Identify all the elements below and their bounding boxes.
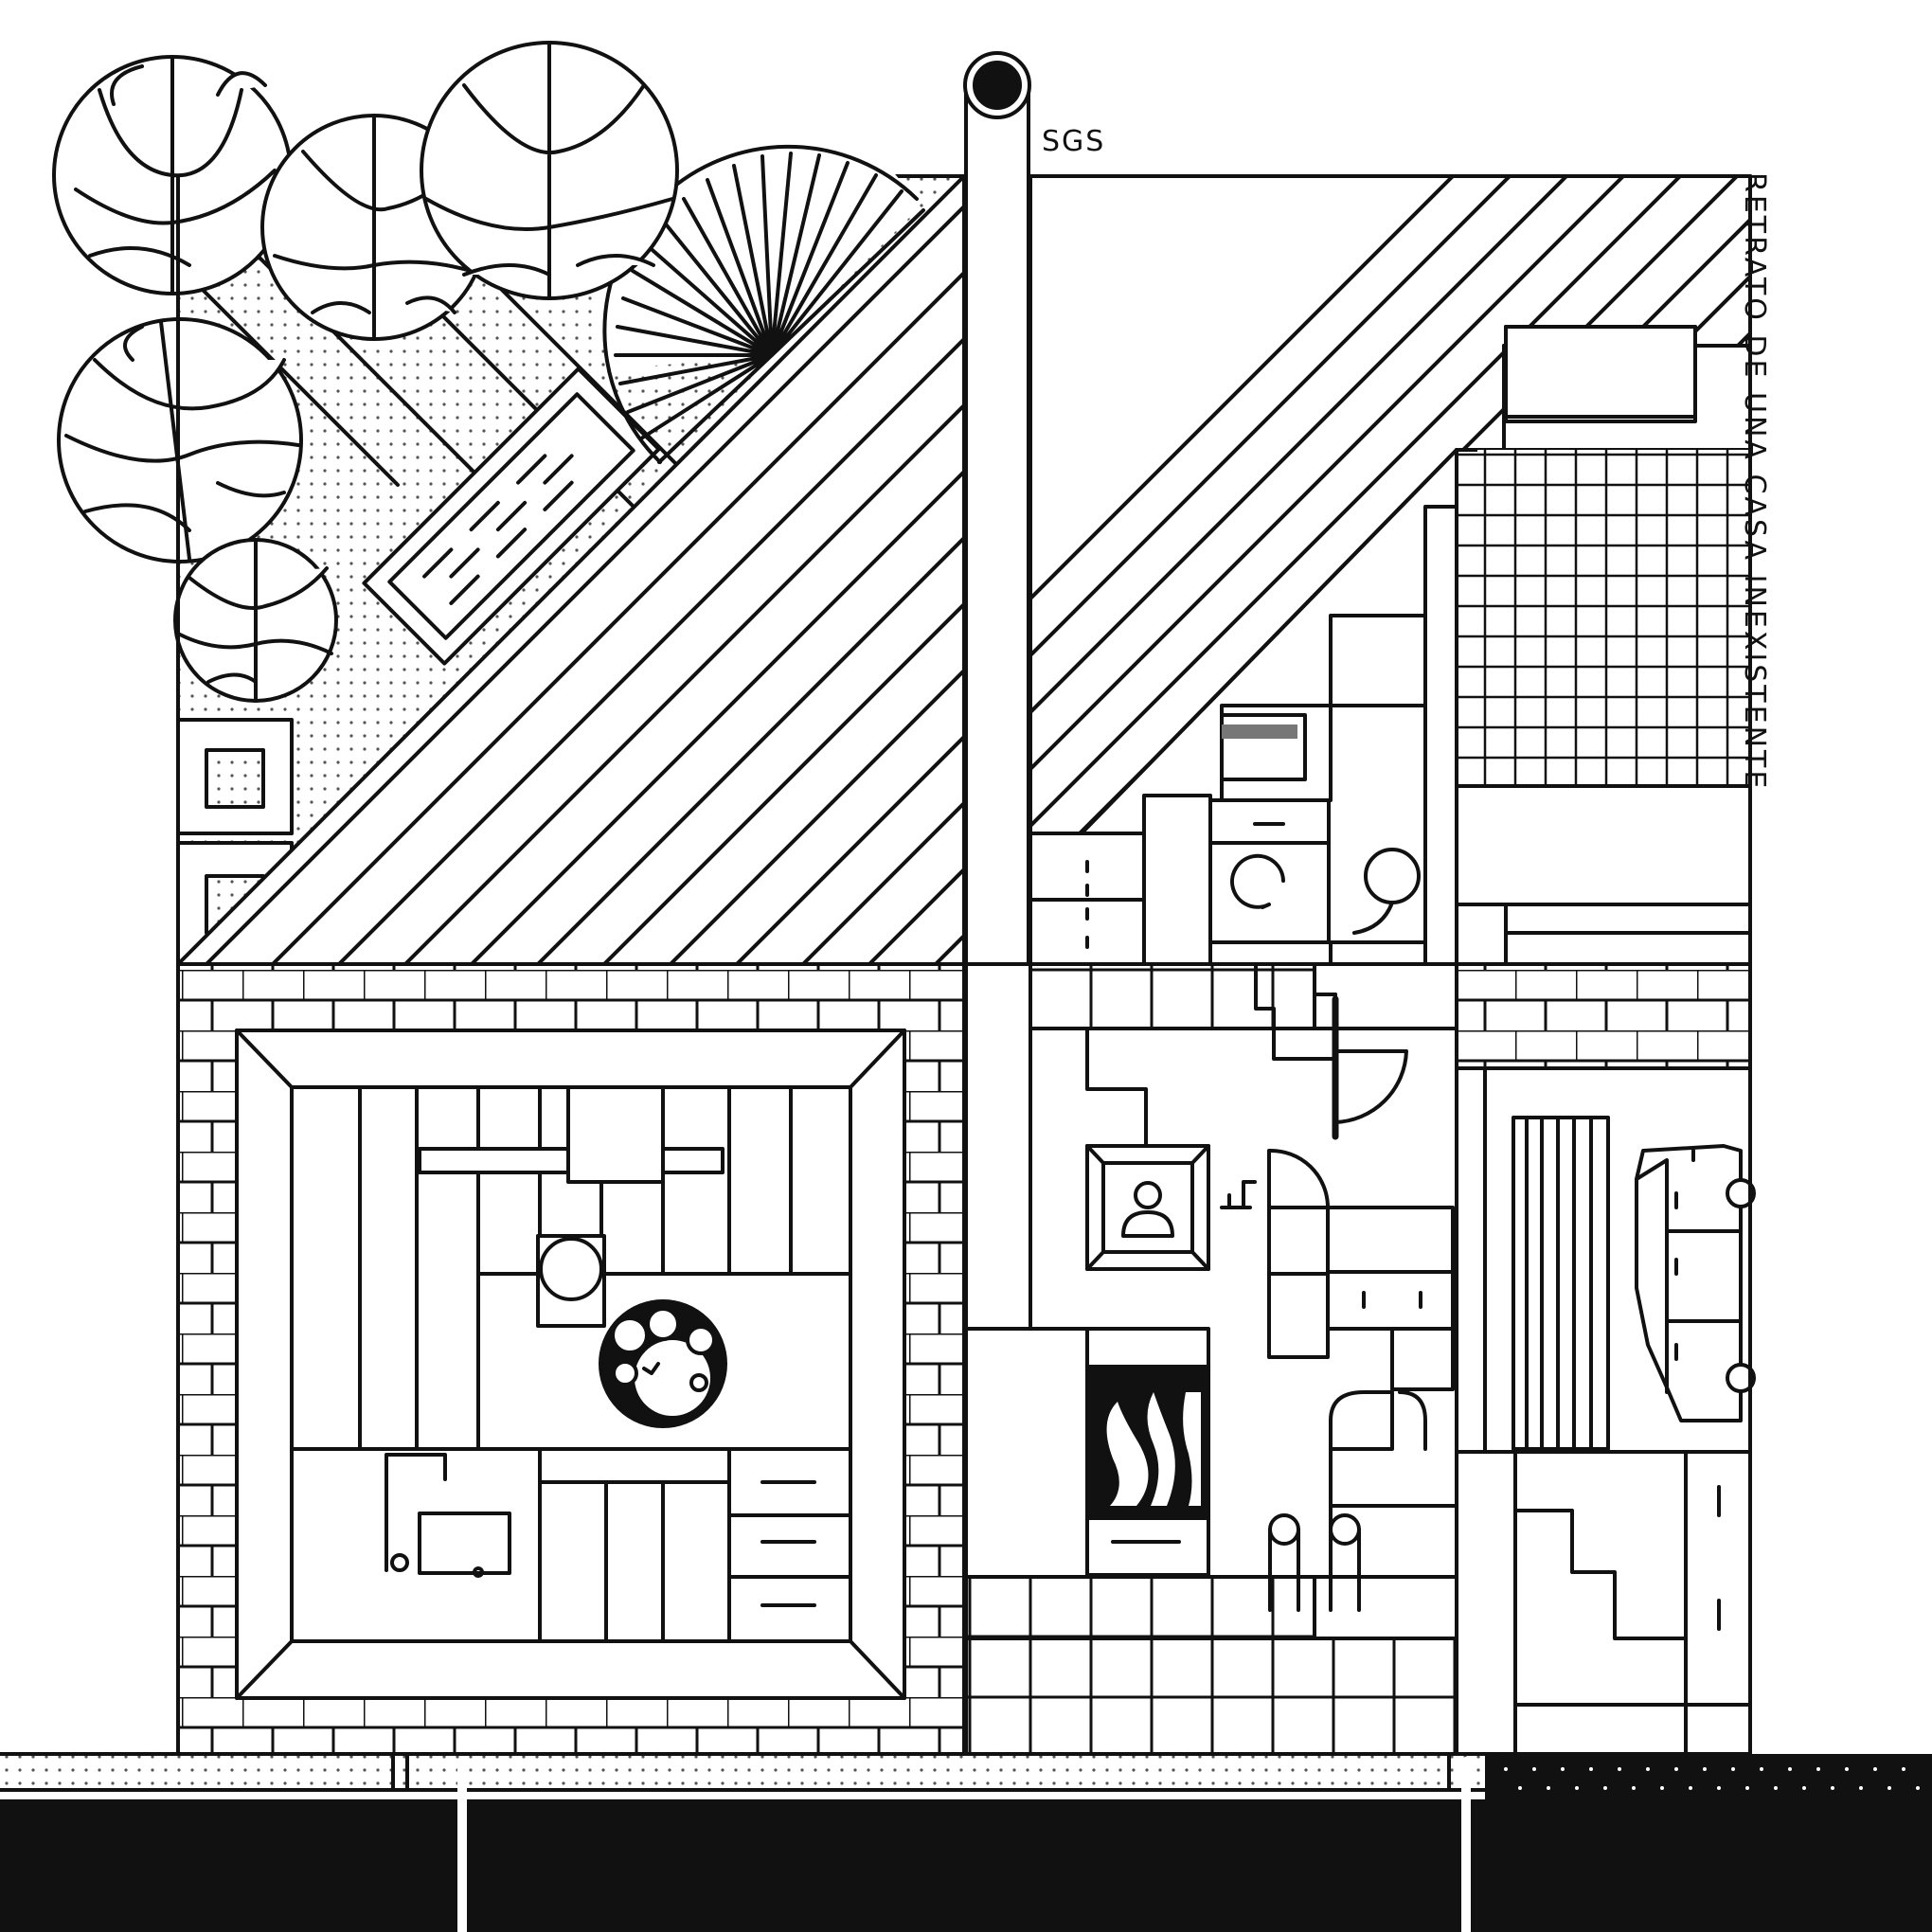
person-icon (1121, 1181, 1174, 1238)
laundry (1029, 505, 1458, 966)
middle-room (962, 962, 1458, 1756)
fire-icon (1085, 1365, 1210, 1520)
tree-icon (173, 538, 338, 703)
tree-icon (420, 41, 679, 300)
clock-icon (599, 1299, 727, 1428)
chimney-icon (963, 51, 1031, 966)
ground (0, 1752, 1932, 1932)
tree-icon (52, 55, 293, 295)
skylight (362, 367, 661, 666)
car-icon (1635, 1144, 1756, 1422)
roof (176, 174, 1752, 966)
author-signature: SGS (1042, 125, 1106, 158)
garage (1455, 962, 1756, 1756)
living-room (235, 1029, 906, 1700)
artwork-title: RETRATO DE UNA CASA INEXISTENTE (1738, 172, 1771, 792)
